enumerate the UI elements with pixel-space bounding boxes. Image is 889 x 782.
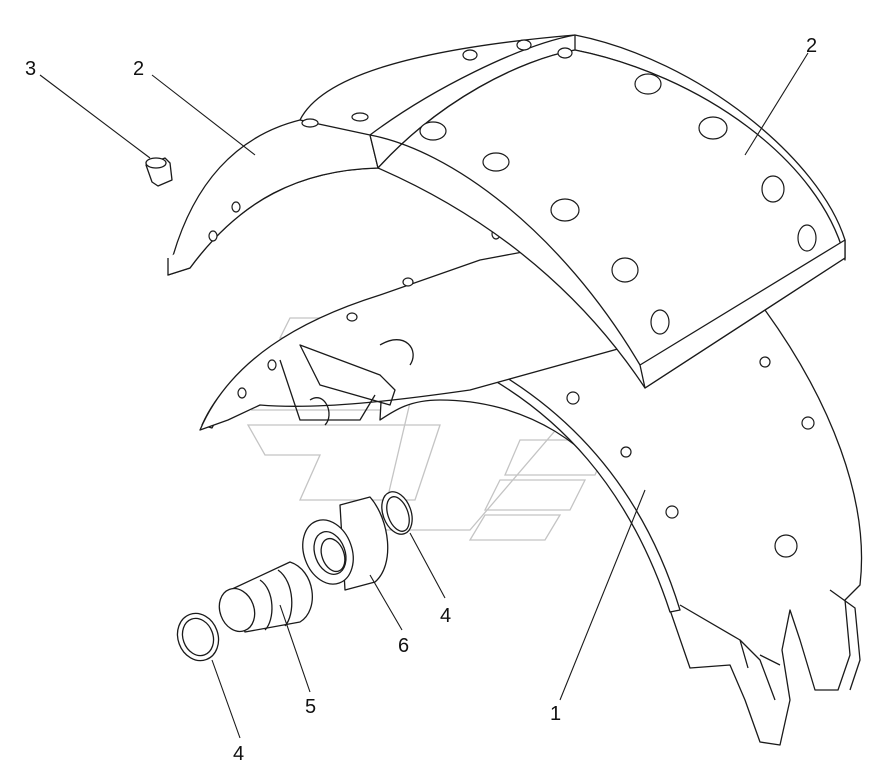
callout-4-upper: 4 <box>440 605 451 627</box>
bushing-part-6 <box>302 496 389 591</box>
callout-1: 1 <box>550 703 561 725</box>
callout-2-left: 2 <box>133 58 144 80</box>
callout-2-right: 2 <box>806 35 817 57</box>
callout-labels: 3 2 2 1 4 6 5 4 <box>25 35 817 765</box>
ring-part-4-upper <box>381 491 413 535</box>
leader-lines <box>39 52 809 739</box>
callout-6: 6 <box>398 635 409 657</box>
callout-5: 5 <box>305 696 316 718</box>
callout-3: 3 <box>25 58 36 80</box>
brake-shoe-part-1 <box>201 309 863 746</box>
pin-part-5 <box>218 561 313 633</box>
brake-lining-left-part-2 <box>167 34 576 276</box>
brake-lining-right-part-2 <box>301 34 846 389</box>
callout-4-lower: 4 <box>233 743 244 765</box>
rivet-part-3 <box>145 157 173 187</box>
ring-part-4-lower <box>176 612 220 662</box>
